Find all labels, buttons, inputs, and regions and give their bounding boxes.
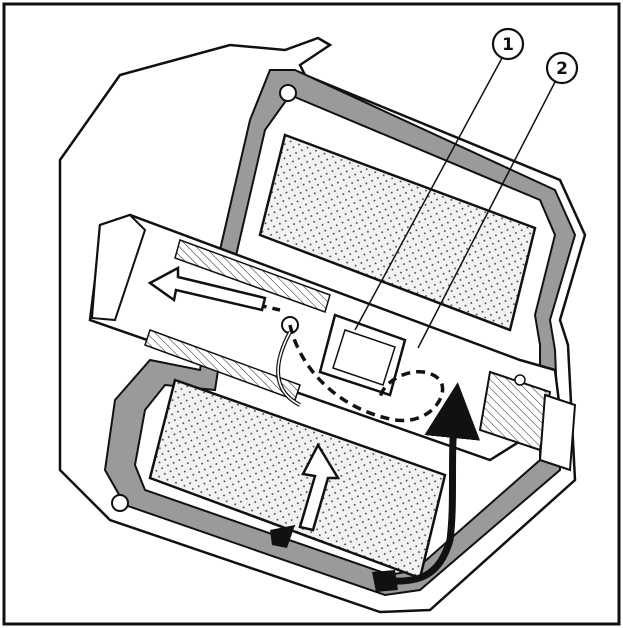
seal-top (279, 84, 297, 102)
callout-2-label: 2 (556, 59, 568, 79)
armature-inner (332, 329, 396, 386)
current-path-black (379, 382, 481, 585)
flow-arrow-left (147, 265, 267, 312)
callout-1-circle (491, 27, 525, 61)
callout-1-label: 1 (502, 35, 514, 55)
callout-1: 1 (491, 27, 525, 61)
leader-line-2 (417, 81, 556, 349)
callout-2-circle (545, 51, 579, 85)
sleeve-upper (174, 239, 331, 313)
leader-line-1 (354, 57, 503, 331)
armature-block (318, 313, 407, 397)
flow-arrow-up (298, 442, 341, 532)
current-path-end (372, 570, 398, 592)
seal-right (514, 374, 526, 386)
plunger-tip (90, 213, 147, 322)
seal-bottom (111, 494, 129, 512)
end-stud (538, 393, 577, 472)
callout-2: 2 (545, 51, 579, 85)
flow-arrow-base (270, 525, 295, 548)
upper-coil (258, 133, 537, 332)
